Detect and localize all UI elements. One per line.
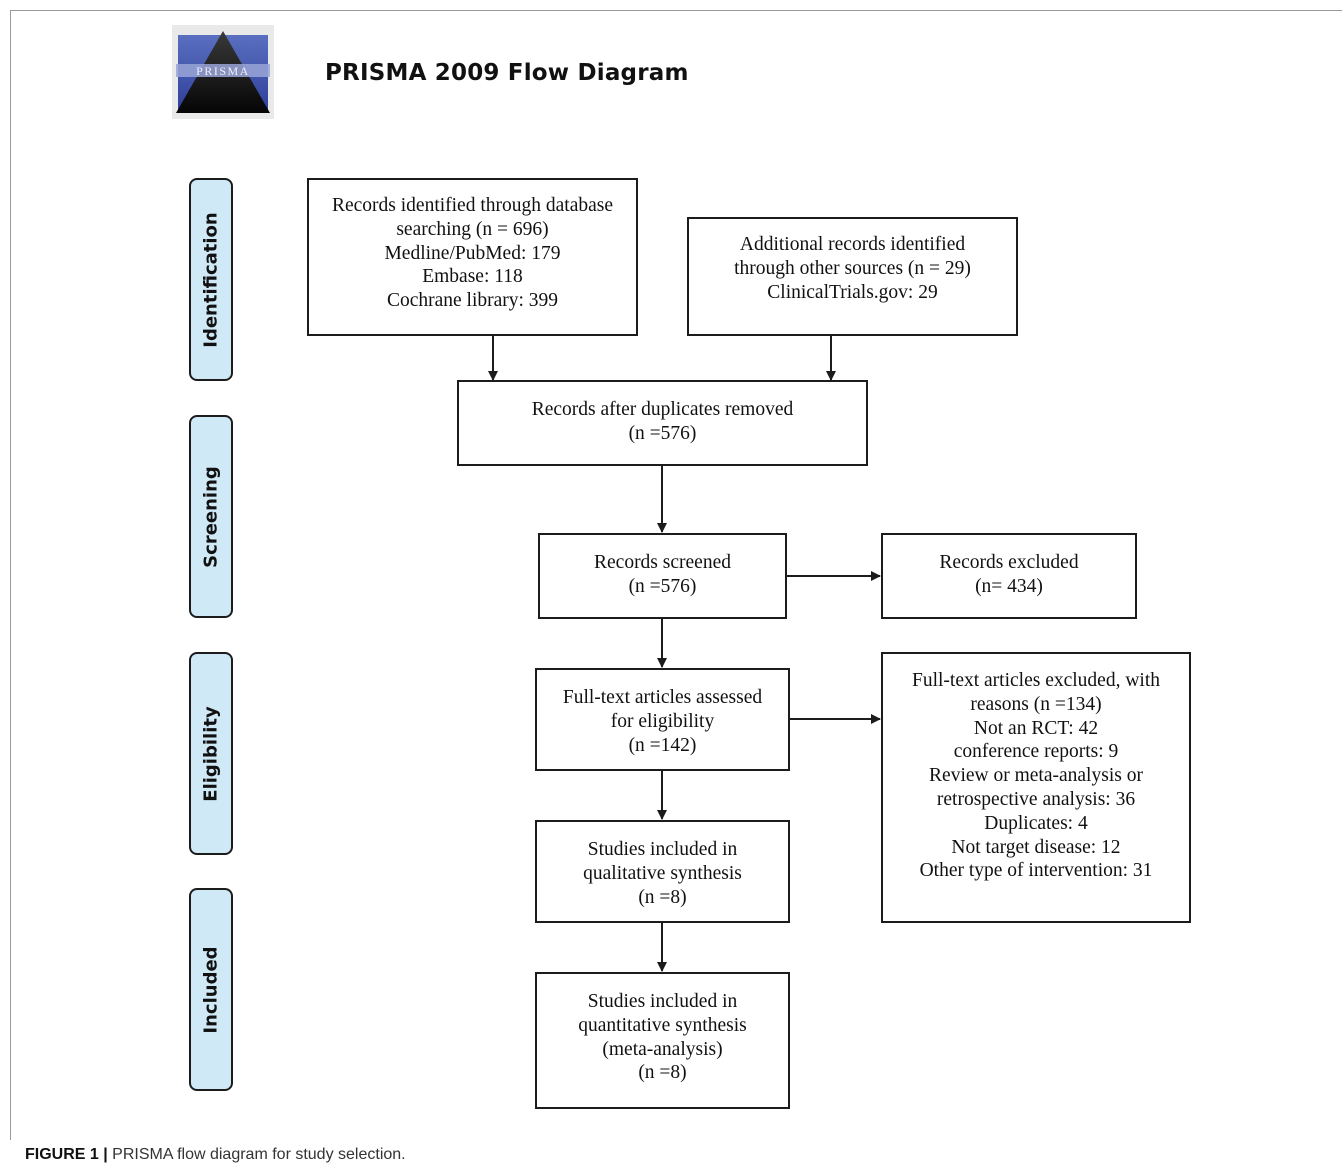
box-line: Records after duplicates removed (531, 399, 794, 420)
box-line: retrospective analysis: 36 (936, 788, 1136, 810)
box-line: Records excluded (939, 552, 1079, 573)
box-line: qualitative synthesis (583, 862, 742, 884)
box-line: (n =576) (628, 575, 697, 597)
box-quantitative-synthesis: Studies included in quantitative synthes… (535, 972, 790, 1109)
box-line: Full-text articles excluded, with (911, 670, 1160, 691)
box-line: conference reports: 9 (953, 741, 1119, 763)
box-line: (n= 434) (975, 575, 1043, 597)
box-line: Records screened (594, 552, 731, 573)
box-line: Duplicates: 4 (984, 812, 1088, 834)
box-records-excluded: Records excluded (n= 434) (881, 533, 1137, 619)
diagram-title: PRISMA 2009 Flow Diagram (325, 60, 689, 86)
stage-included: Included (189, 888, 233, 1091)
box-line: Review or meta-analysis or (929, 765, 1143, 787)
prisma-logo: PRISMA (172, 25, 274, 119)
stage-identification: Identification (189, 178, 233, 381)
box-qualitative-synthesis: Studies included in qualitative synthesi… (535, 820, 790, 923)
stage-screening: Screening (189, 415, 233, 618)
box-line: Embase: 118 (422, 266, 523, 288)
box-fulltext-excluded: Full-text articles excluded, with reason… (881, 652, 1191, 923)
box-line: Studies included in (587, 839, 738, 860)
box-records-screened: Records screened (n =576) (538, 533, 787, 619)
box-line: Full-text articles assessed (562, 687, 763, 708)
box-line: (n =8) (638, 1062, 687, 1084)
caption-lead: FIGURE 1 | (25, 1146, 108, 1163)
box-line: through other sources (n = 29) (734, 257, 971, 279)
figure-frame (10, 10, 1342, 1140)
box-database-search: Records identified through database sear… (307, 178, 638, 336)
stage-eligibility: Eligibility (189, 652, 233, 855)
box-line: Cochrane library: 399 (386, 290, 559, 312)
box-line: Studies included in (587, 991, 738, 1012)
box-line: for eligibility (610, 710, 715, 732)
logo-text: PRISMA (196, 64, 250, 78)
box-line: Other type of intervention: 31 (919, 860, 1153, 882)
box-line: Additional records identified (739, 234, 966, 255)
box-line: (meta-analysis) (602, 1038, 723, 1060)
box-line: Records identified through database (331, 195, 614, 216)
box-line: Not an RCT: 42 (973, 717, 1099, 739)
box-line: quantitative synthesis (578, 1014, 747, 1036)
box-line: ClinicalTrials.gov: 29 (767, 281, 938, 303)
box-line: (n =142) (628, 734, 697, 756)
figure-caption: FIGURE 1 | PRISMA flow diagram for study… (25, 1146, 406, 1164)
box-after-duplicates: Records after duplicates removed (n =576… (457, 380, 868, 466)
box-line: Medline/PubMed: 179 (384, 242, 561, 264)
box-line: searching (n = 696) (396, 218, 549, 240)
box-line: reasons (n =134) (970, 693, 1102, 715)
box-other-sources: Additional records identified through ot… (687, 217, 1018, 336)
box-line: (n =576) (628, 422, 697, 444)
box-line: (n =8) (638, 886, 687, 908)
box-fulltext-assessed: Full-text articles assessed for eligibil… (535, 668, 790, 771)
caption-text: PRISMA flow diagram for study selection. (107, 1146, 406, 1163)
box-line: Not target disease: 12 (951, 836, 1121, 858)
